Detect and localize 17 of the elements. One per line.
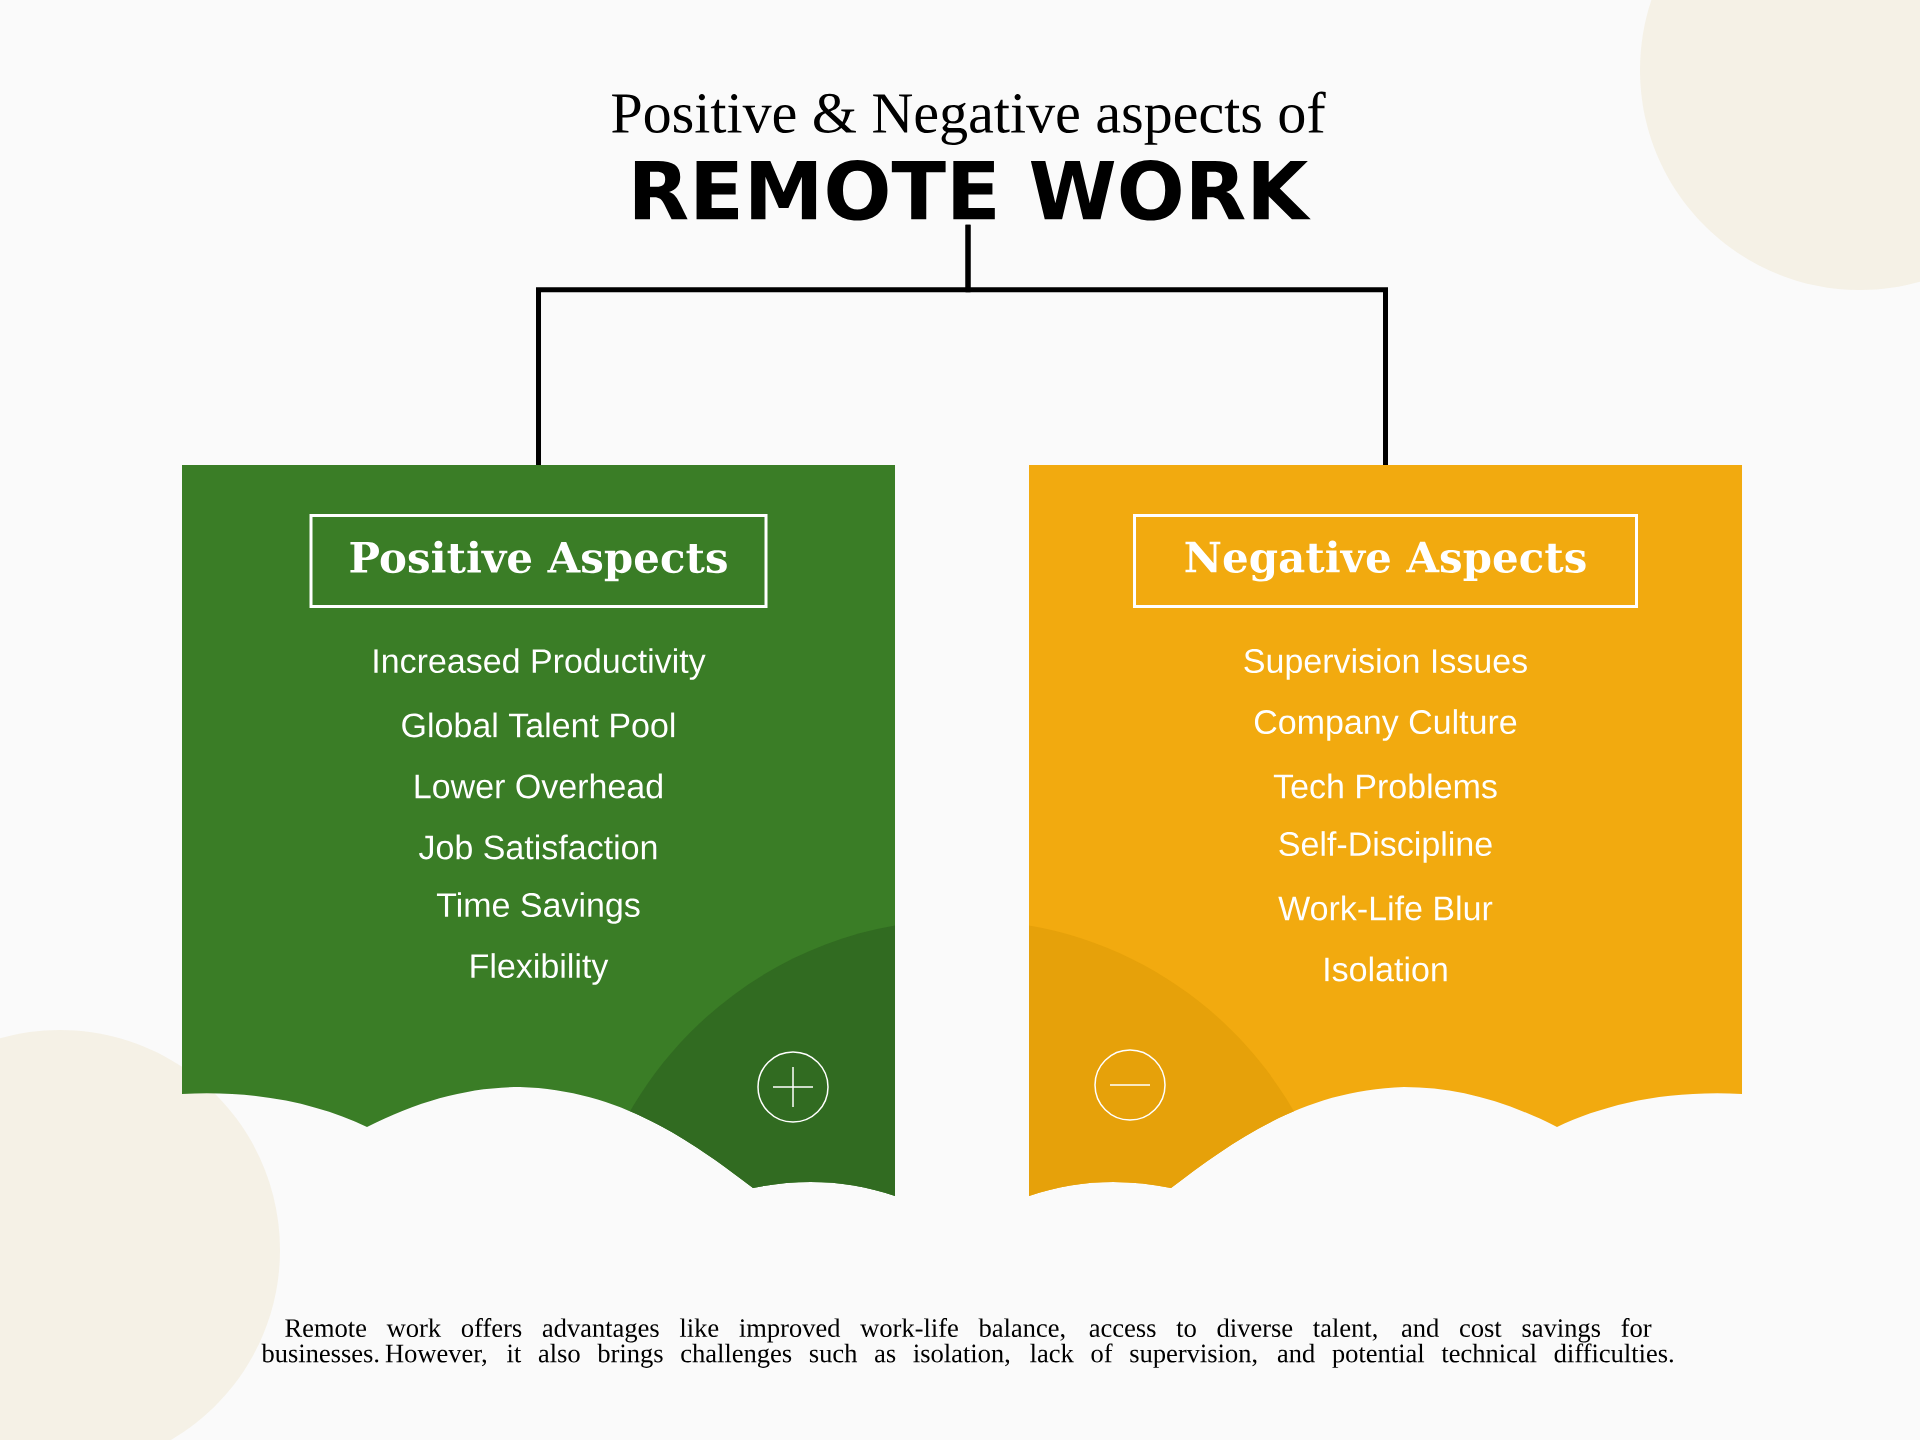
list-item: Supervision Issues <box>1244 648 1527 680</box>
list-item: Lower Overhead <box>415 773 662 799</box>
list-item: Tech Problems <box>1273 773 1497 799</box>
title: Positive & Negative aspects of REMOTE WORK <box>612 91 1326 221</box>
list-item: Job Satisfaction <box>419 834 657 860</box>
list-item: Global Talent Pool <box>402 712 675 738</box>
heading-box: Negative Aspects <box>1133 514 1638 608</box>
caption: Remote work offers advantages like improved work-life balance, access to diverse talent, and cost savings for businesses. However, it also brings challenges such as isolation, lack of supervision, and potential technical difficulties. <box>261 1318 1673 1368</box>
list-item: Work-Life Blur <box>1278 895 1493 921</box>
list-item: Time Savings <box>436 892 640 924</box>
list-item: Company Culture <box>1254 709 1517 741</box>
connector-line <box>965 224 1388 465</box>
heading-box: Positive Aspects <box>309 514 768 608</box>
list-item: Self-Discipline <box>1279 831 1492 863</box>
list-item: Increased Productivity <box>374 648 706 680</box>
list-item: Flexibility <box>471 953 609 985</box>
list-item: Isolation <box>1325 956 1447 982</box>
